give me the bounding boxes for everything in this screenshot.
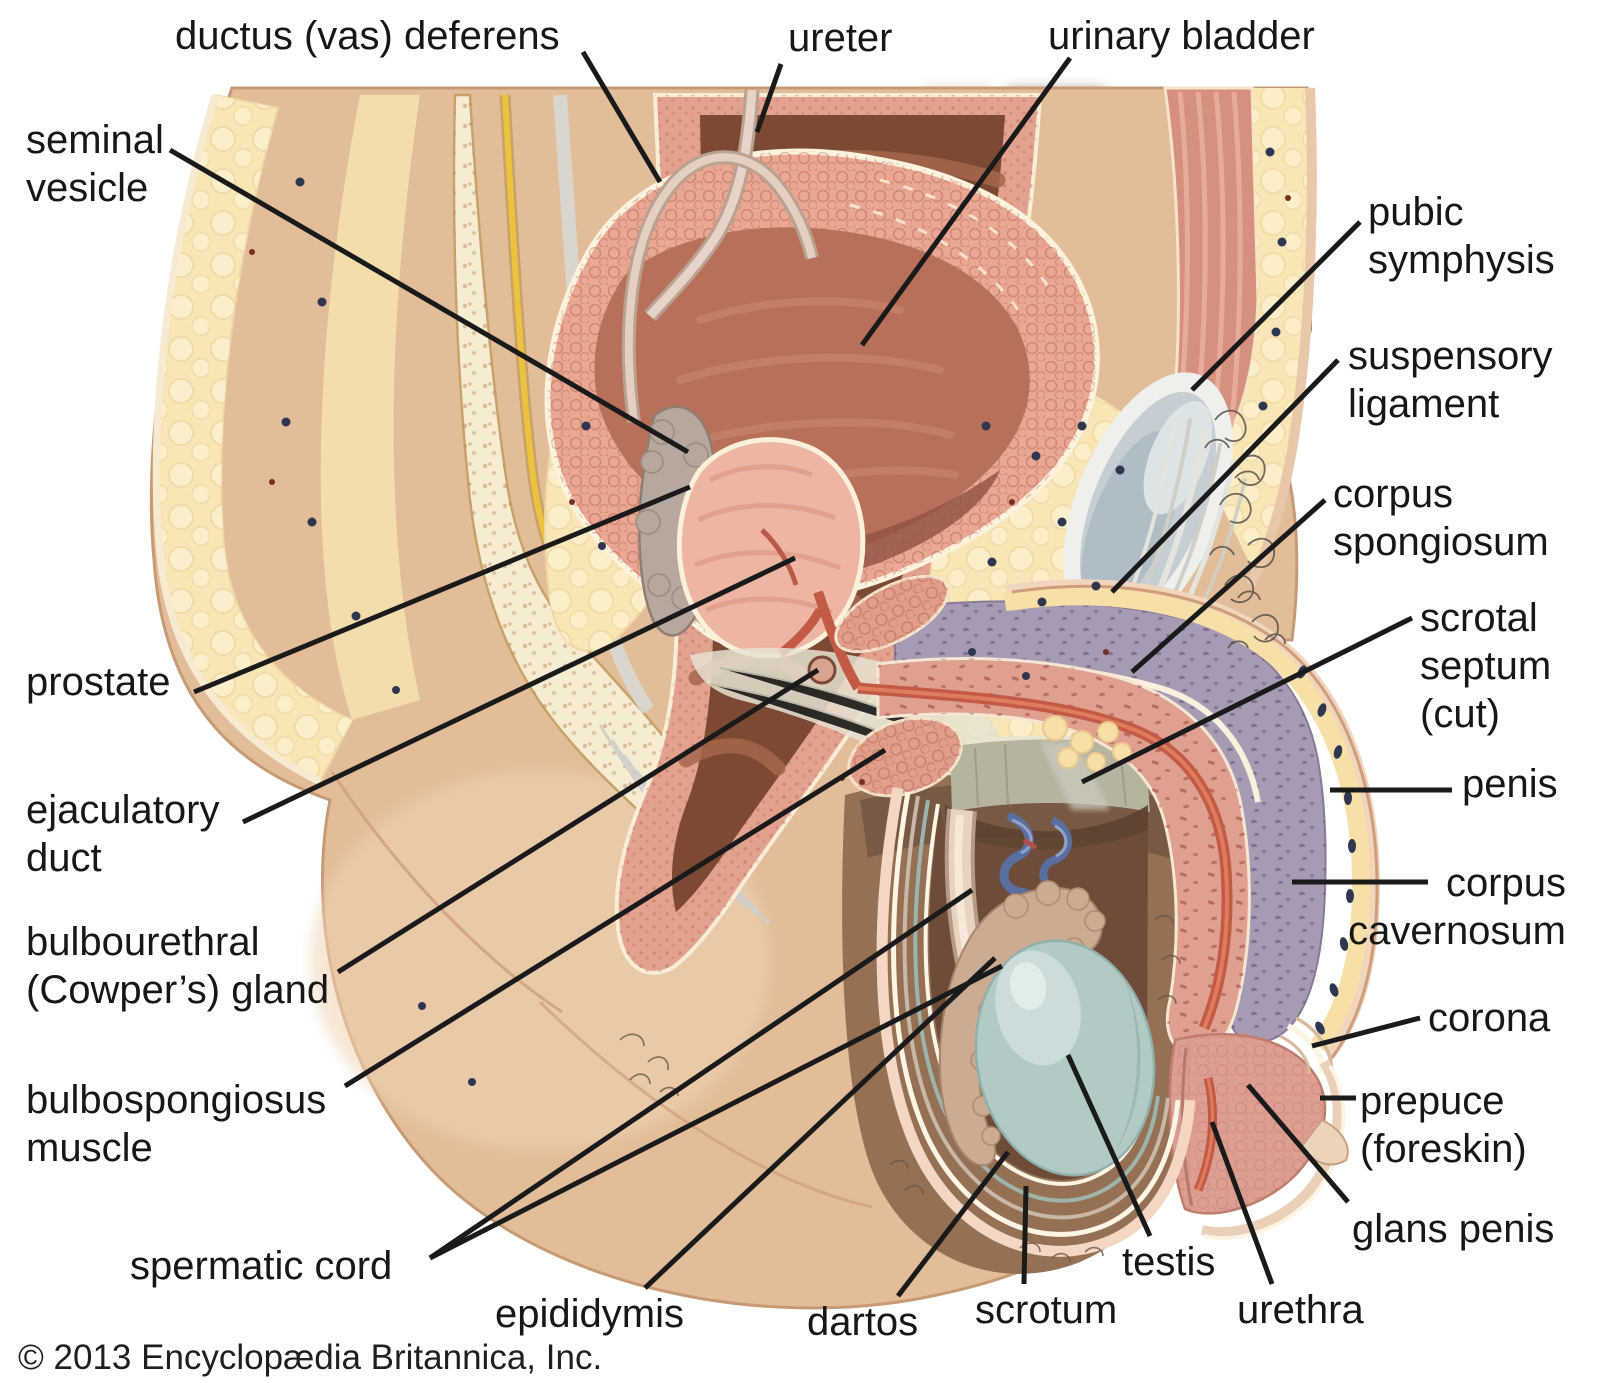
leader-spermatic-cord-a <box>428 887 974 1261</box>
label-scrotal-septum: scrotal septum (cut) <box>1420 596 1552 736</box>
leader-epididymis <box>643 956 997 1290</box>
label-ureter: ureter <box>788 16 893 60</box>
label-glans-penis: glans penis <box>1352 1207 1555 1251</box>
fat-specks <box>249 147 1291 1086</box>
pubic-symphysis <box>1063 372 1233 638</box>
label-epididymis: epididymis <box>495 1292 684 1336</box>
scrotal-sac <box>876 787 1196 1257</box>
leader-ureter <box>754 63 784 133</box>
label-seminal-vesicle: seminal vesicle <box>26 118 164 210</box>
label-penis: penis <box>1462 762 1558 806</box>
prostate-gland <box>676 437 866 659</box>
leader-scrotal-septum <box>1080 615 1414 785</box>
leader-urethra <box>1209 1121 1275 1285</box>
perineal-hair <box>619 914 1181 1263</box>
leader-spermatic-cord-b <box>428 963 1004 1261</box>
label-urinary-bladder: urinary bladder <box>1048 14 1315 58</box>
leader-scrotum <box>1021 1185 1029 1285</box>
label-testis: testis <box>1122 1240 1216 1284</box>
label-dartos: dartos <box>807 1300 919 1344</box>
leader-ductus-deferens <box>580 50 663 184</box>
label-spermatic-cord: spermatic cord <box>130 1244 393 1288</box>
leader-seminal-vesicle <box>168 147 690 455</box>
leader-bulbospongiosus <box>343 747 887 1089</box>
leader-corona <box>1311 1015 1421 1049</box>
leader-prostate <box>193 484 691 695</box>
leader-suspensory-ligament <box>1110 358 1340 594</box>
leader-glans-penis <box>1246 1083 1350 1204</box>
leader-bulbourethral-gland <box>336 667 820 975</box>
label-pubic-symphysis: pubic symphysis <box>1368 190 1555 282</box>
copyright-notice: © 2013 Encyclopædia Britannica, Inc. <box>18 1338 603 1377</box>
label-bulbourethral-gland: bulbourethral (Cowper’s) gland <box>26 920 330 1012</box>
penis <box>807 574 1381 1241</box>
label-ejaculatory-duct: ejaculatory duct <box>26 788 220 880</box>
label-urethra: urethra <box>1237 1288 1364 1332</box>
leader-pubic-symphysis <box>1190 220 1362 392</box>
label-bulbospongiosus-muscle: bulbospongiosus muscle <box>26 1078 327 1170</box>
testis <box>974 939 1156 1177</box>
label-corpus-cavernosum: corpus cavernosum <box>1348 861 1566 953</box>
leader-dartos <box>896 1150 1010 1298</box>
label-scrotum: scrotum <box>975 1288 1118 1332</box>
label-prostate: prostate <box>26 660 171 704</box>
label-ductus-deferens: ductus (vas) deferens <box>175 14 560 58</box>
ureter-tube <box>644 89 760 322</box>
leader-urinary-bladder <box>859 56 1073 347</box>
label-corpus-spongiosum: corpus spongiosum <box>1333 472 1549 564</box>
label-suspensory-ligament: suspensory ligament <box>1348 334 1553 426</box>
bulbourethral-gland <box>807 655 837 685</box>
label-prepuce: prepuce (foreskin) <box>1360 1079 1527 1171</box>
label-corona: corona <box>1428 996 1551 1040</box>
leader-ejaculatory-duct <box>241 555 797 825</box>
leader-testis <box>1065 1053 1153 1238</box>
leader-lines <box>168 50 1452 1298</box>
leader-corpus-spongiosum <box>1130 498 1327 674</box>
pubic-hair <box>1204 409 1286 649</box>
ductus-deferens-tube <box>621 150 819 423</box>
